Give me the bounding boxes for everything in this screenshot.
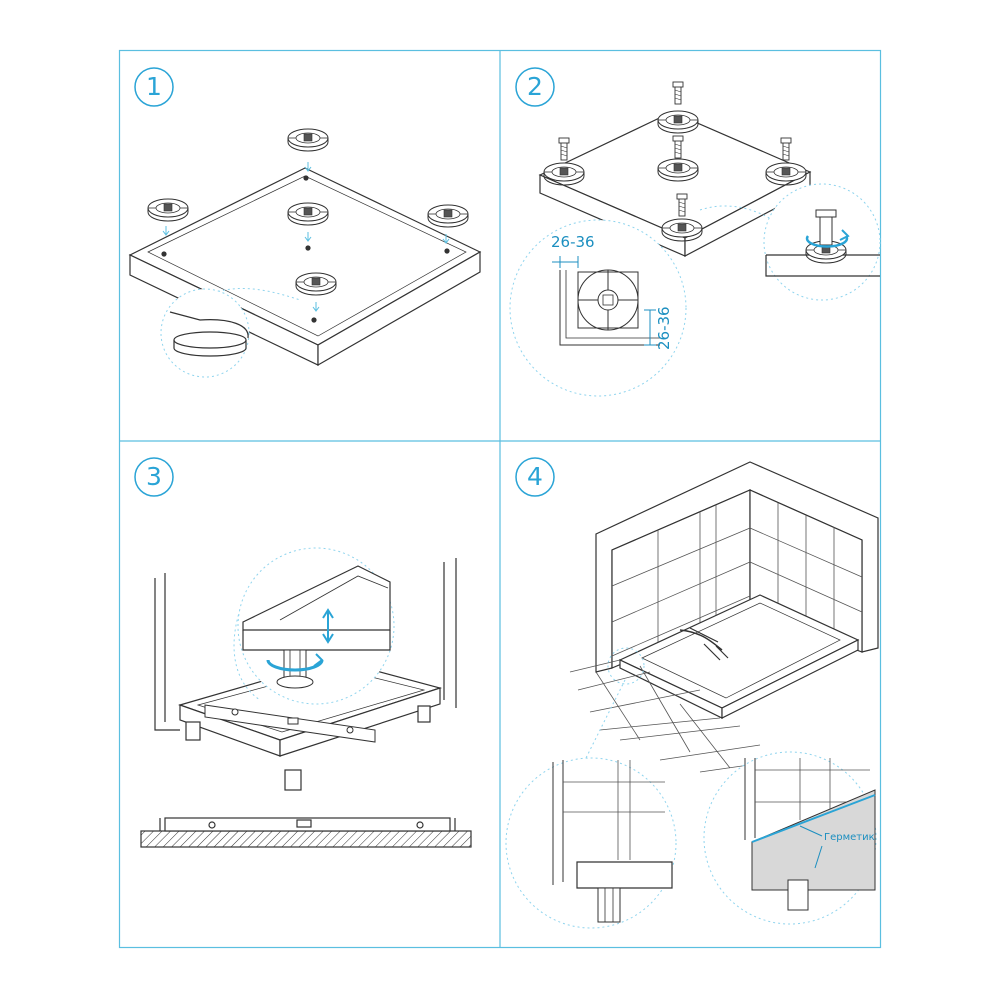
panel-4-tray: [618, 594, 860, 719]
panel-3-walls: [154, 558, 457, 731]
panel-4-callout-right: [703, 751, 877, 925]
step-number-1: 1: [146, 72, 162, 101]
panel-1-detail-callout: [160, 288, 301, 378]
dimension-vertical-label: 26-36: [655, 306, 673, 350]
panel-3-floor-level: [140, 817, 472, 848]
panel-2-dimension-callout: [509, 219, 687, 397]
panel-3-level-tool: [204, 704, 376, 743]
panel-4-callout-left: [505, 647, 677, 929]
panel-frames: [118, 49, 882, 949]
step-number-4: 4: [527, 462, 543, 491]
step-circles: [134, 67, 555, 497]
sealant-label: Герметик: [824, 832, 875, 843]
panel-4-wall-tiles: [611, 503, 863, 657]
dimension-horizontal-label: 26-36: [551, 233, 595, 251]
step-number-2: 2: [527, 72, 543, 101]
step-number-3: 3: [146, 462, 162, 491]
panel-3-height-callout: [233, 547, 395, 705]
panel-4-floor-tiles: [569, 659, 771, 773]
panel-2-adjust-callout: [699, 183, 881, 301]
